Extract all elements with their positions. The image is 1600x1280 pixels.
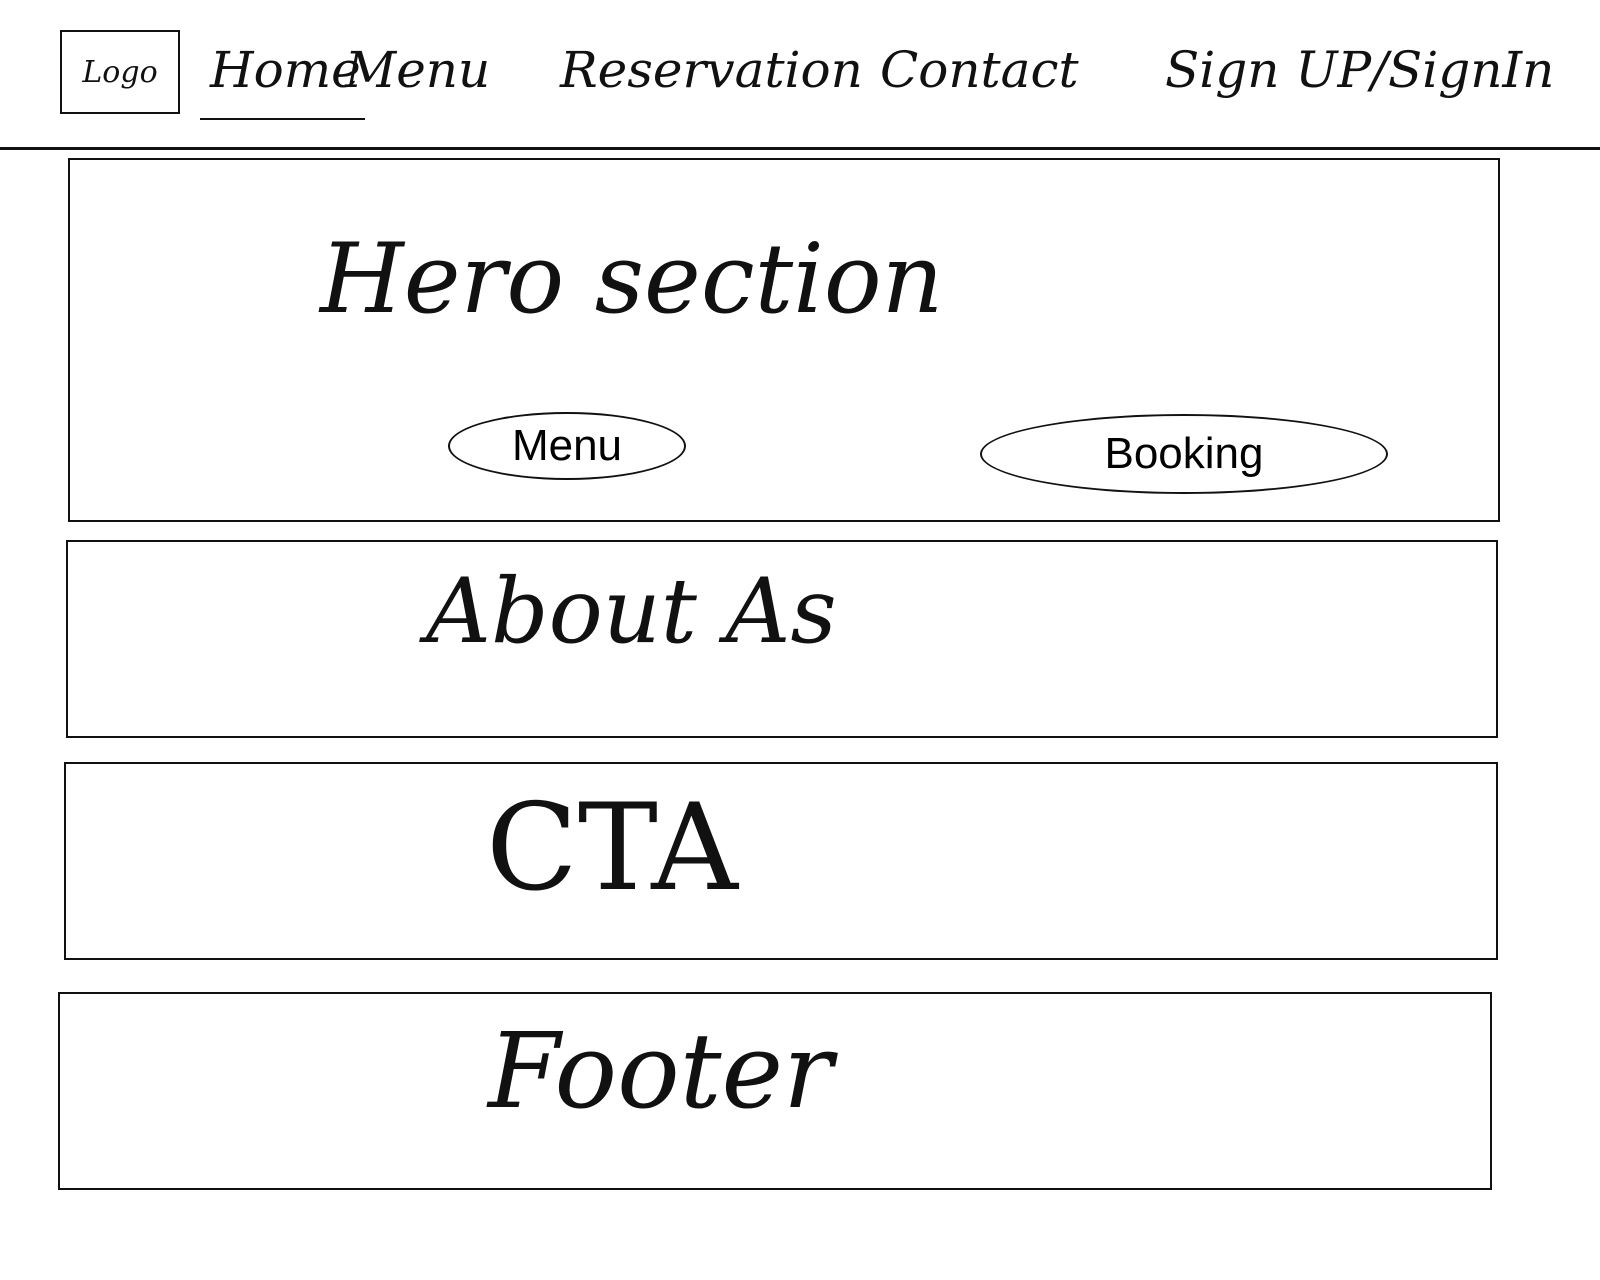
booking-button[interactable]: Booking (980, 414, 1388, 494)
nav-item-contact[interactable]: Contact (880, 41, 1079, 99)
cta-section: CTA (64, 762, 1498, 960)
cta-title: CTA (486, 779, 738, 918)
footer-section: Footer (58, 992, 1492, 1190)
header-divider (0, 147, 1600, 150)
menu-button[interactable]: Menu (448, 412, 686, 480)
logo-text: Logo (82, 54, 158, 90)
nav-item-sign-up-sign-in[interactable]: Sign UP/SignIn (1165, 41, 1555, 99)
nav-item-home[interactable]: Home (200, 41, 365, 120)
nav-item-menu[interactable]: Menu (345, 41, 491, 99)
logo[interactable]: Logo (60, 30, 180, 114)
hero-title: Hero section (320, 223, 944, 335)
top-navigation: Logo Home Menu Reservation Contact Sign … (0, 0, 1600, 152)
hero-section: Hero section Menu Booking (68, 158, 1500, 522)
nav-item-reservation[interactable]: Reservation (560, 41, 863, 99)
about-title: About As (426, 559, 837, 664)
about-section: About As (66, 540, 1498, 738)
footer-title: Footer (488, 1010, 833, 1132)
